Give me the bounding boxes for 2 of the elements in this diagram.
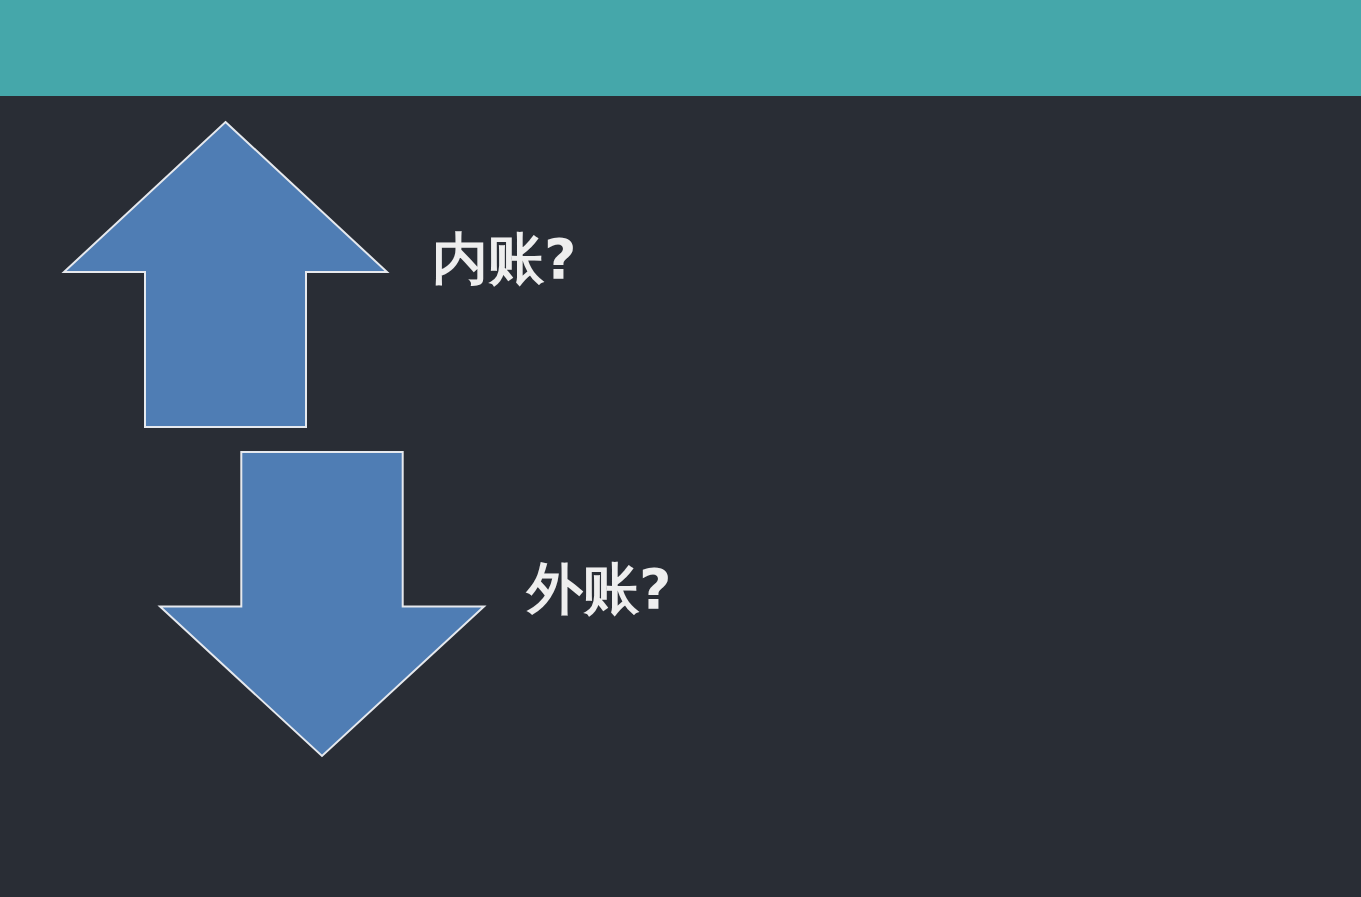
- arrow-label: 外账?: [527, 561, 672, 617]
- arrow-label: 内账?: [432, 231, 577, 287]
